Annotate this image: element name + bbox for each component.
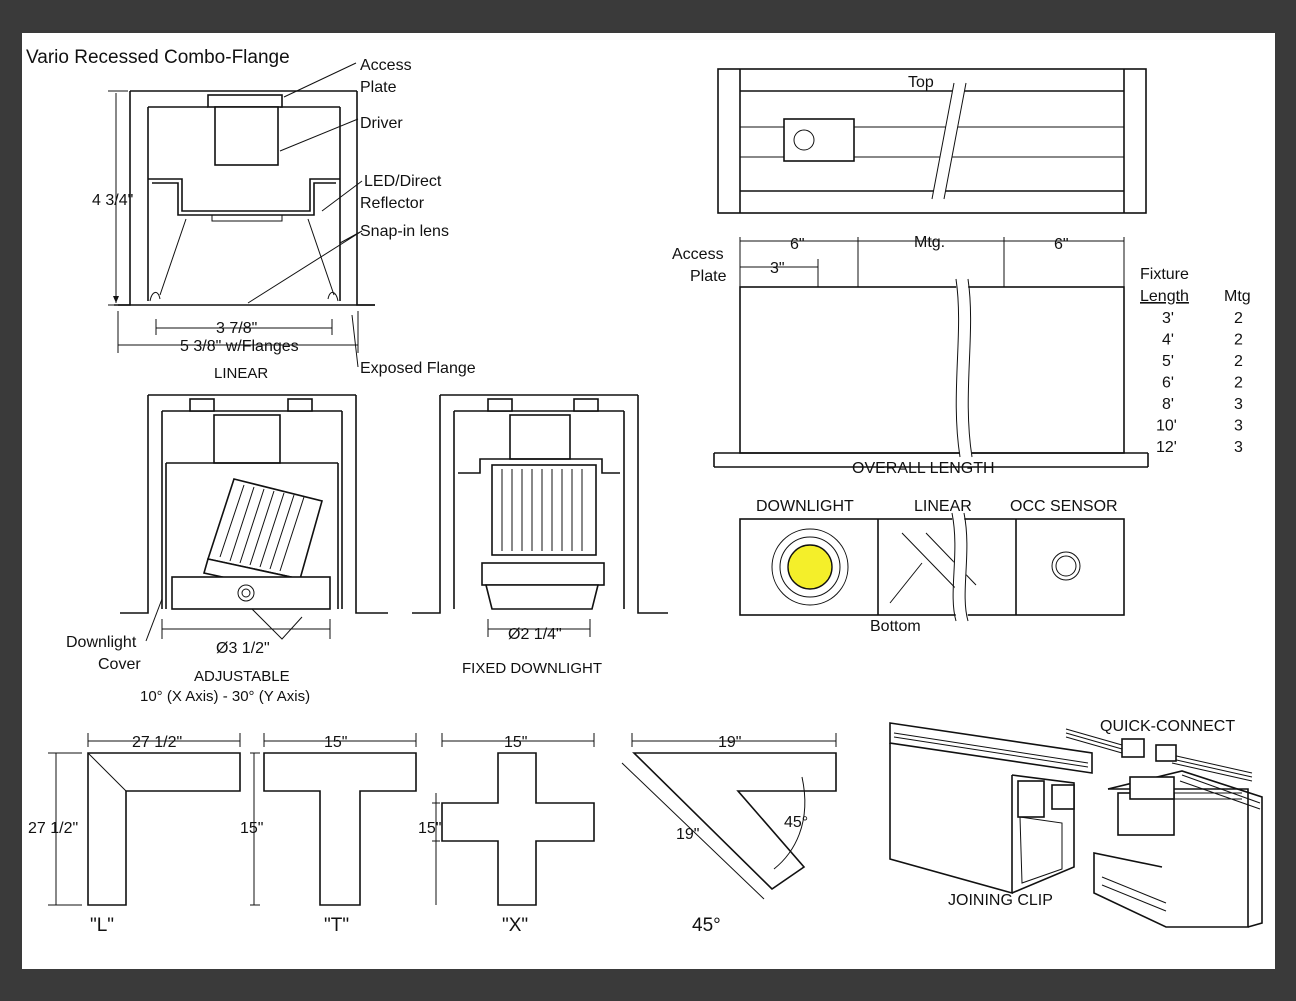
config-45: 19" 19" 45° 45° xyxy=(621,733,837,936)
side-dim-3: 3" xyxy=(770,260,785,277)
d45-dim-w: 19" xyxy=(718,734,741,751)
top-view-label: Top xyxy=(908,74,934,91)
bottom-label-linear: LINEAR xyxy=(914,498,972,515)
fixed-caption: FIXED DOWNLIGHT xyxy=(462,660,602,677)
d45-dim-s: 19" xyxy=(676,826,699,843)
inner-width-dim: 3 7/8" xyxy=(216,320,257,337)
led-board xyxy=(211,214,283,222)
bottom-view: DOWNLIGHT LINEAR OCC SENSOR Bottom xyxy=(739,498,1125,635)
top-access-plate xyxy=(783,118,855,162)
l-label: "L" xyxy=(90,915,114,936)
mounting-table: Fixture Length Mtg 3' 2 4' 2 5' 2 6' 2 8' 3 10' 3 12… xyxy=(1140,266,1251,456)
callout-downlight-1: Downlight xyxy=(66,634,137,651)
d45-label: 45° xyxy=(692,915,721,936)
callout-exposed-flange: Exposed Flange xyxy=(360,360,476,377)
table-mtg-2: 2 xyxy=(1234,353,1243,370)
t-label: "T" xyxy=(324,915,349,936)
downlight-lamp xyxy=(787,544,833,590)
table-length-0: 3' xyxy=(1162,310,1174,327)
d45-angle: 45° xyxy=(784,814,808,831)
fixed-downlight-section: Ø2 1/4" FIXED DOWNLIGHT xyxy=(412,394,668,677)
occ-sensor xyxy=(1051,551,1081,581)
side-view: Access Plate 6" 3" Mtg. 6" OVERALL LENGT… xyxy=(672,234,1149,477)
table-header-fixture: Fixture xyxy=(1140,266,1189,283)
config-t: 15" 15" "T" xyxy=(240,733,417,936)
table-mtg-3: 2 xyxy=(1234,375,1243,392)
access-plate xyxy=(207,94,283,108)
table-length-5: 10' xyxy=(1156,418,1177,435)
table-length-1: 4' xyxy=(1162,332,1174,349)
fixed-driver xyxy=(509,414,571,460)
table-length-6: 12' xyxy=(1156,439,1177,456)
side-access-2: Plate xyxy=(690,268,727,285)
t-dim-w: 15" xyxy=(324,734,347,751)
config-x: 15" 15" "X" xyxy=(418,733,595,936)
l-dim-w: 27 1/2" xyxy=(132,734,182,751)
table-length-2: 5' xyxy=(1162,353,1174,370)
callout-access-plate-1: Access xyxy=(360,57,412,74)
fixed-heatsink xyxy=(491,464,597,556)
callout-driver: Driver xyxy=(360,115,403,132)
x-dim-w: 15" xyxy=(504,734,527,751)
height-dim: 4 3/4" xyxy=(92,192,133,209)
adjustable-caption: ADJUSTABLE xyxy=(194,668,290,685)
l-dim-h: 27 1/2" xyxy=(28,820,78,837)
side-dim-6a: 6" xyxy=(790,236,805,253)
table-length-4: 8' xyxy=(1162,396,1174,413)
linear-caption: LINEAR xyxy=(214,365,268,382)
table-header-mtg: Mtg xyxy=(1224,288,1251,305)
top-view: Top xyxy=(717,68,1147,214)
table-length-3: 6' xyxy=(1162,375,1174,392)
driver-box xyxy=(214,106,279,166)
callout-snap-in-lens: Snap-in lens xyxy=(360,223,449,240)
table-mtg-1: 2 xyxy=(1234,332,1243,349)
bottom-label-sensor: OCC SENSOR xyxy=(1010,498,1118,515)
page-title: Vario Recessed Combo-Flange xyxy=(26,47,290,68)
table-mtg-4: 3 xyxy=(1234,396,1243,413)
adjustable-section: Ø3 1/2" Downlight Cover ADJUSTABLE 10° (… xyxy=(66,394,388,705)
x-dim-h: 15" xyxy=(418,820,441,837)
table-header-length: Length xyxy=(1140,288,1189,305)
callout-downlight-2: Cover xyxy=(98,656,141,673)
joining-clip-label: JOINING CLIP xyxy=(948,892,1053,909)
config-l: 27 1/2" 27 1/2" "L" xyxy=(28,733,241,936)
side-dim-6b: 6" xyxy=(1054,236,1069,253)
flange-width-dim: 5 3/8" w/Flanges xyxy=(180,338,299,355)
side-dim-mtg: Mtg. xyxy=(914,234,945,251)
table-mtg-6: 3 xyxy=(1234,439,1243,456)
spec-sheet: Vario Recessed Combo-Flange 4 3/4" 3 7/8… xyxy=(22,33,1275,969)
linear-cross-section: 4 3/4" 3 7/8" 5 3/8" w/Flanges Access Pl… xyxy=(92,57,476,382)
adjustable-driver xyxy=(213,414,281,464)
t-dim-h: 15" xyxy=(240,820,263,837)
overall-length: OVERALL LENGTH xyxy=(852,460,995,477)
side-access-1: Access xyxy=(672,246,724,263)
adjustable-subcaption: 10° (X Axis) - 30° (Y Axis) xyxy=(140,688,310,705)
table-mtg-0: 2 xyxy=(1234,310,1243,327)
fixed-dim: Ø2 1/4" xyxy=(508,626,562,643)
callout-access-plate-2: Plate xyxy=(360,79,397,96)
quick-connect-label: QUICK-CONNECT xyxy=(1100,718,1235,735)
callout-reflector-2: Reflector xyxy=(360,195,425,212)
x-label: "X" xyxy=(502,915,528,936)
table-mtg-5: 3 xyxy=(1234,418,1243,435)
bottom-view-label: Bottom xyxy=(870,618,921,635)
callout-reflector-1: LED/Direct xyxy=(364,173,442,190)
quick-connect-illustration: QUICK-CONNECT JOINING CLIP xyxy=(889,718,1263,928)
bottom-label-downlight: DOWNLIGHT xyxy=(756,498,854,515)
technical-drawing: Vario Recessed Combo-Flange 4 3/4" 3 7/8… xyxy=(26,47,1263,936)
adjustable-dim: Ø3 1/2" xyxy=(216,640,270,657)
downlight-cover xyxy=(171,576,331,610)
